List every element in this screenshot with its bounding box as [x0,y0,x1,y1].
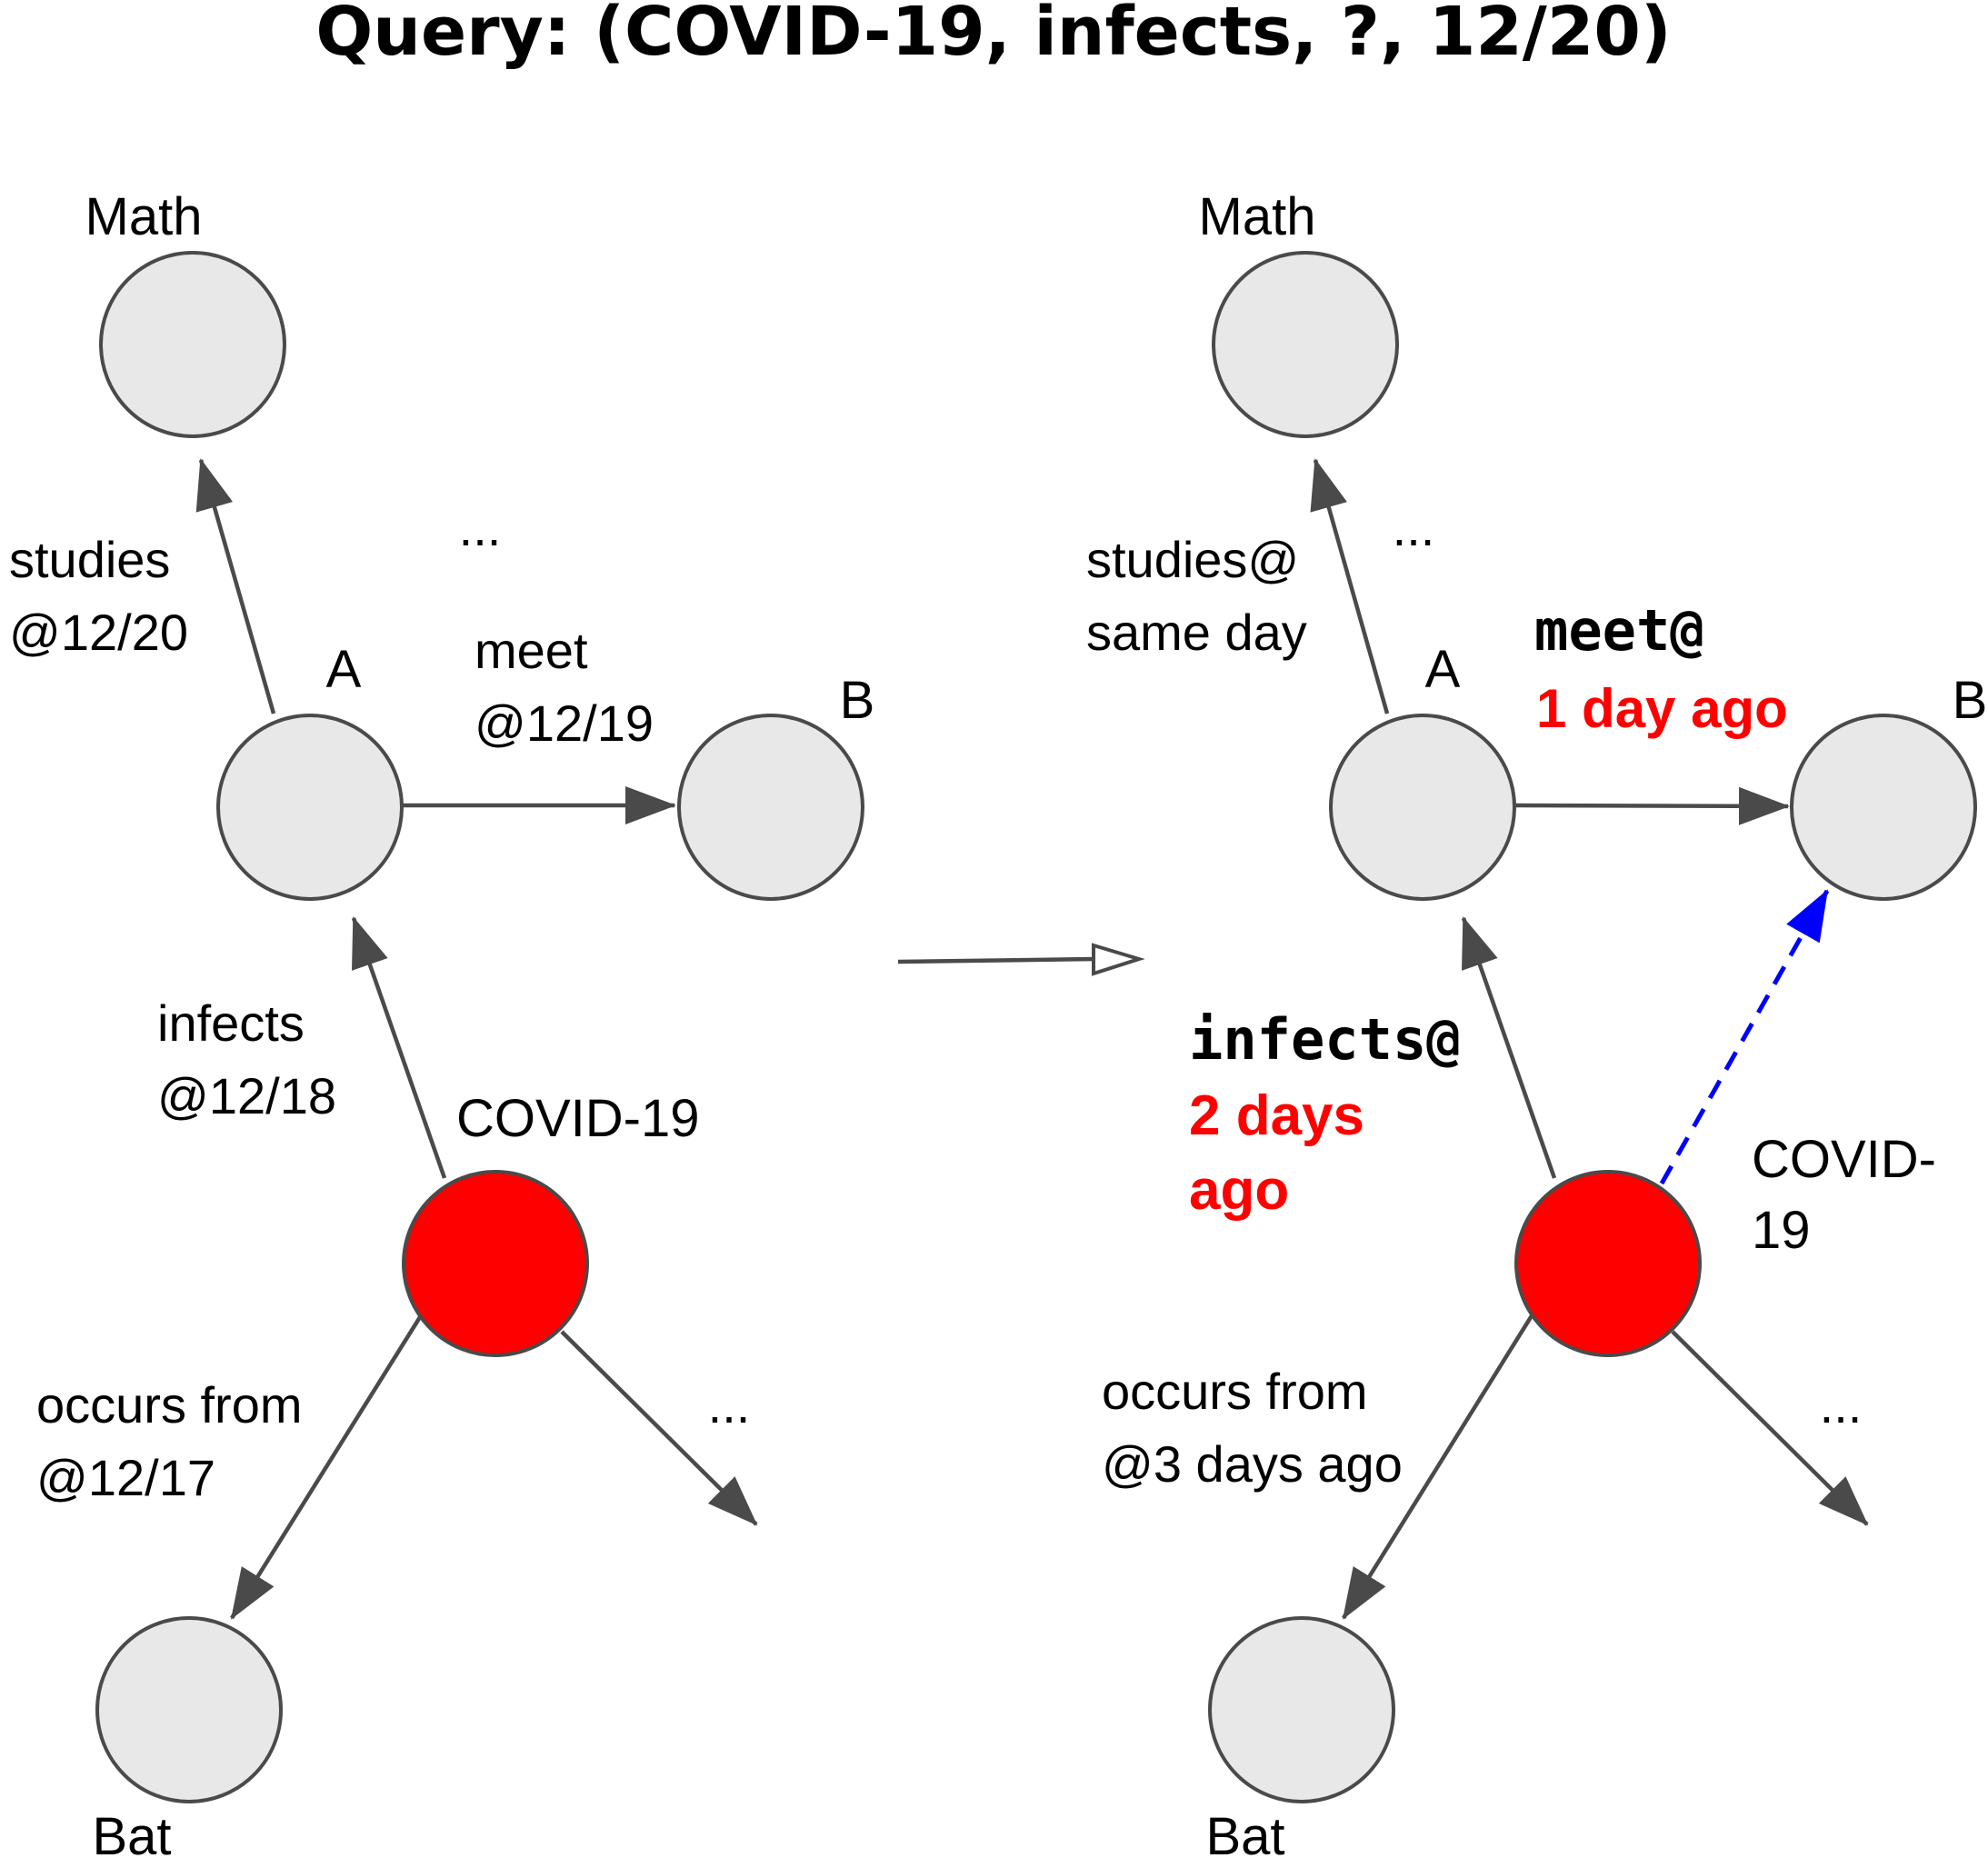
right-label-a: A [1425,640,1461,699]
left-label-bat: Bat [92,1807,171,1866]
right-graph: Math A B COVID- 19 Bat studies@ same day… [1086,187,1987,1866]
left-node-covid [402,1170,589,1357]
right-node-a [1329,714,1516,901]
right-edge-label-studies-rel: studies@ [1086,531,1299,588]
right-ellipsis-top: ... [1393,499,1435,556]
right-label-b: B [1953,671,1988,730]
right-label-covid-line2: 19 [1752,1201,1811,1260]
left-node-b [677,714,864,901]
right-edge-label-meet-time: 1 day ago [1536,678,1788,739]
right-edge-label-infects-rel: infects@ [1189,1006,1461,1073]
left-edge-label-meet-rel: meet [475,622,588,679]
right-edge-label-meet-rel: meet@ [1534,597,1704,664]
right-node-bat [1208,1616,1395,1803]
right-edge-infects [1461,916,1557,1179]
left-ellipsis-top: ... [459,499,502,556]
left-edge-occurs [230,1308,426,1620]
left-edge-studies [195,458,276,714]
left-edge-label-infects-time: @12/18 [157,1067,336,1124]
diagram-title: Query: (COVID-19, infects, ?, 12/20) [315,0,1671,71]
left-ellipsis-bottom: ... [708,1376,751,1433]
transform-arrow [897,943,1145,976]
left-node-a [216,714,404,901]
right-label-bat: Bat [1205,1807,1284,1866]
left-label-math: Math [85,187,203,246]
left-edge-label-infects-rel: infects [157,994,305,1052]
right-edge-label-occurs-time: @3 days ago [1102,1435,1403,1493]
left-edge-label-studies-time: @12/20 [9,604,188,661]
right-edge-meet [1514,786,1790,825]
left-edge-label-studies-rel: studies [9,531,170,588]
right-node-math [1212,251,1399,438]
left-label-covid: COVID-19 [456,1089,700,1148]
right-edge-label-occurs-rel: occurs from [1102,1363,1368,1420]
right-edge-label-infects-time-line1: 2 days [1189,1084,1364,1147]
left-edge-label-meet-time: @12/19 [475,694,654,752]
left-node-bat [95,1616,283,1803]
right-edge-label-infects-time-line2: ago [1189,1159,1289,1222]
right-edge-other [1671,1330,1869,1526]
right-edge-label-studies-time: same day [1086,604,1307,661]
left-edge-infects [351,916,447,1179]
left-label-b: B [840,671,875,730]
right-label-covid-line1: COVID- [1752,1130,1936,1189]
left-graph: Math A B COVID-19 Bat studies @12/20 mee… [9,187,874,1866]
right-edge-studies [1310,458,1390,714]
left-edge-other [560,1330,758,1526]
right-node-covid [1514,1170,1702,1357]
right-edge-predicted [1659,889,1830,1185]
right-label-math: Math [1199,187,1316,246]
left-edge-label-occurs-rel: occurs from [36,1376,303,1433]
right-edge-occurs [1342,1308,1537,1620]
right-ellipsis-bottom: ... [1820,1376,1863,1433]
left-edge-label-occurs-time: @12/17 [36,1449,215,1506]
right-node-b [1790,714,1977,901]
left-label-a: A [326,640,362,699]
left-node-math [99,251,286,438]
